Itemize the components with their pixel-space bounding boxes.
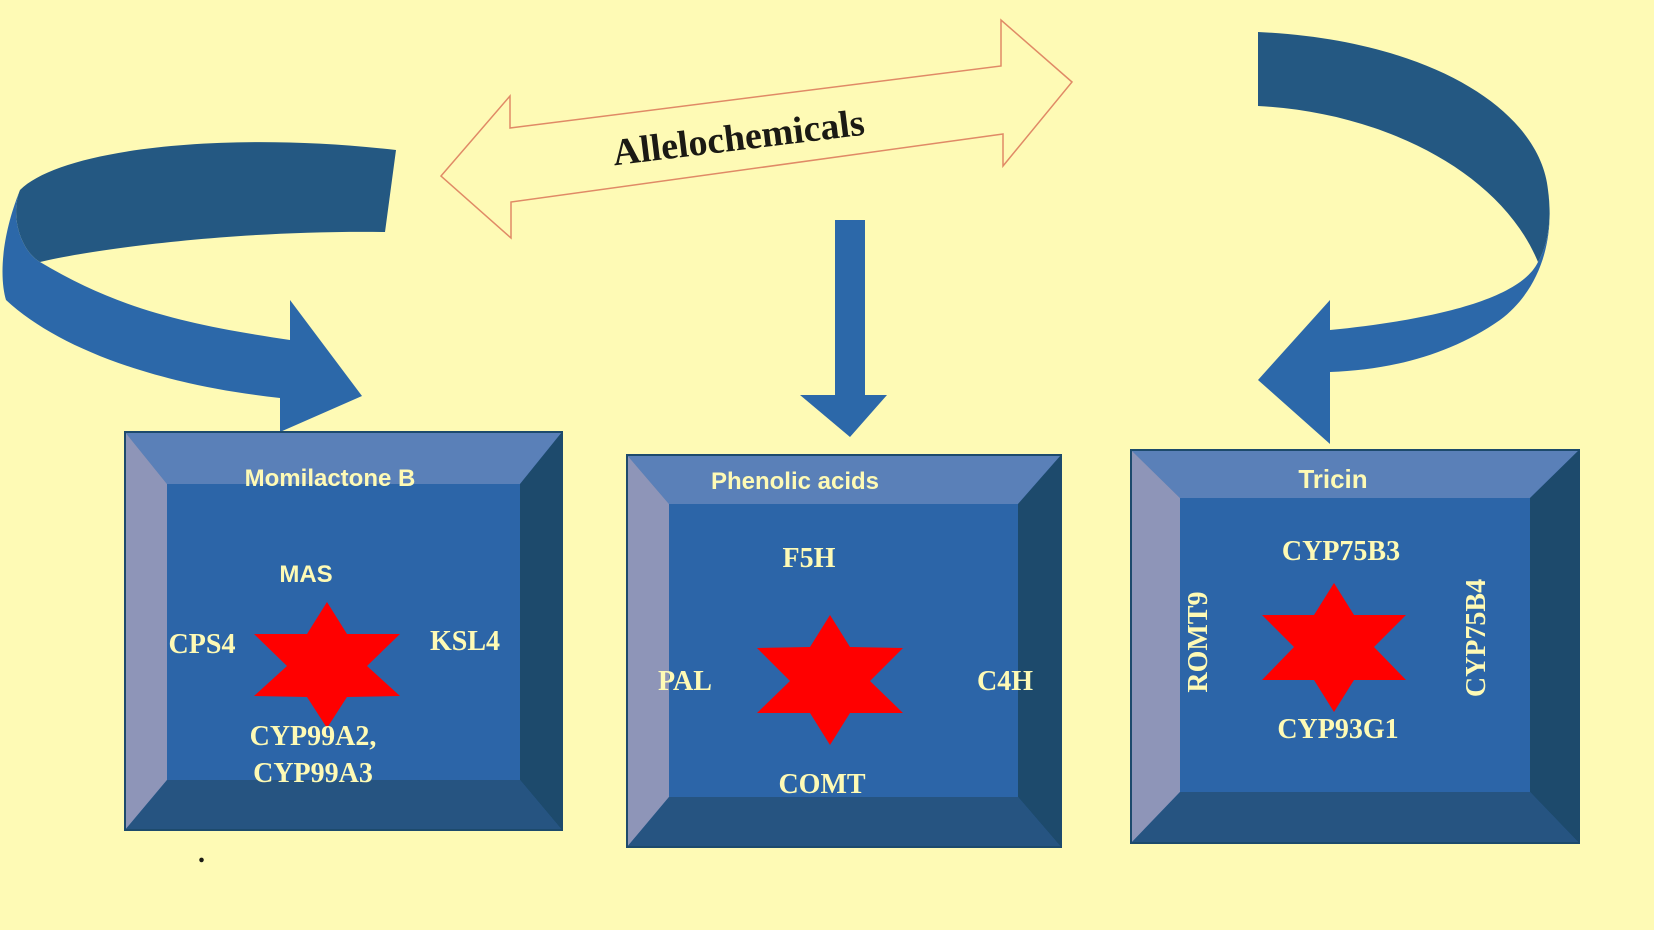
box-phenolic-bevel-top [627,455,1061,504]
box-phenolic-bevel-right [1018,455,1061,847]
box-phenolic-bevel-bottom [627,797,1061,847]
gene-pal: PAL [658,666,712,697]
right-curved-arrow [1258,32,1550,444]
allelochemicals-title: Allelochemicals [610,102,867,175]
box-tricin-star [1262,583,1406,712]
box-tricin-bevel-top [1131,450,1579,498]
gene-cyp75b3: CYP75B3 [1282,536,1400,567]
box-phenolic-star [757,615,903,745]
gene-cyp99a3: CYP99A3 [253,758,373,789]
box-momilactone-bevel-right [520,432,562,830]
box-tricin-bevel-right [1530,450,1579,843]
box-momilactone-bevel-top [125,432,562,484]
gene-cyp99a2: CYP99A2, [250,721,377,752]
box-momilactone: Momilactone B MAS CPS4 KSL4 CYP99A2, CYP… [124,431,563,831]
box-tricin-bevel-left [1131,450,1180,843]
box-phenolic: Phenolic acids F5H PAL C4H COMT [626,454,1062,848]
gene-cyp93g1: CYP93G1 [1277,714,1398,745]
center-down-arrow [800,220,887,437]
gene-cps4: CPS4 [169,629,236,660]
gene-cyp75b4: CYP75B4 [1461,579,1492,697]
box-phenolic-bevel-left [627,455,669,847]
gene-comt: COMT [778,769,865,800]
center-down-arrow-shape [800,220,887,437]
gene-mas: MAS [279,561,332,588]
gene-ksl4: KSL4 [430,626,500,657]
box-momilactone-heading: Momilactone B [245,465,416,492]
left-curved-arrow-body [2,190,362,432]
footnote-dot: . [198,838,205,869]
double-arrow-shape [439,18,1074,240]
box-phenolic-outline [626,454,1062,848]
box-tricin-outline [1130,449,1580,844]
left-curved-arrow [2,142,396,432]
box-tricin-bevel-bottom [1131,792,1579,843]
box-momilactone-outline [124,431,563,831]
gene-c4h: C4H [977,666,1033,697]
right-curved-arrow-body [1258,190,1550,444]
box-tricin: Tricin CYP75B3 CYP93G1 ROMT9 CYP75B4 [1130,449,1580,844]
box-tricin-heading: Tricin [1298,464,1367,494]
gene-romt9: ROMT9 [1183,591,1214,692]
right-curved-arrow-top-face [1258,32,1550,262]
left-curved-arrow-top-face [16,142,396,262]
box-momilactone-bevel-bottom [125,780,562,830]
box-phenolic-heading: Phenolic acids [711,468,879,495]
box-momilactone-star [254,602,400,728]
allelochemicals-double-arrow: Allelochemicals [439,18,1074,240]
gene-f5h: F5H [783,543,836,574]
box-momilactone-bevel-left [125,432,167,830]
